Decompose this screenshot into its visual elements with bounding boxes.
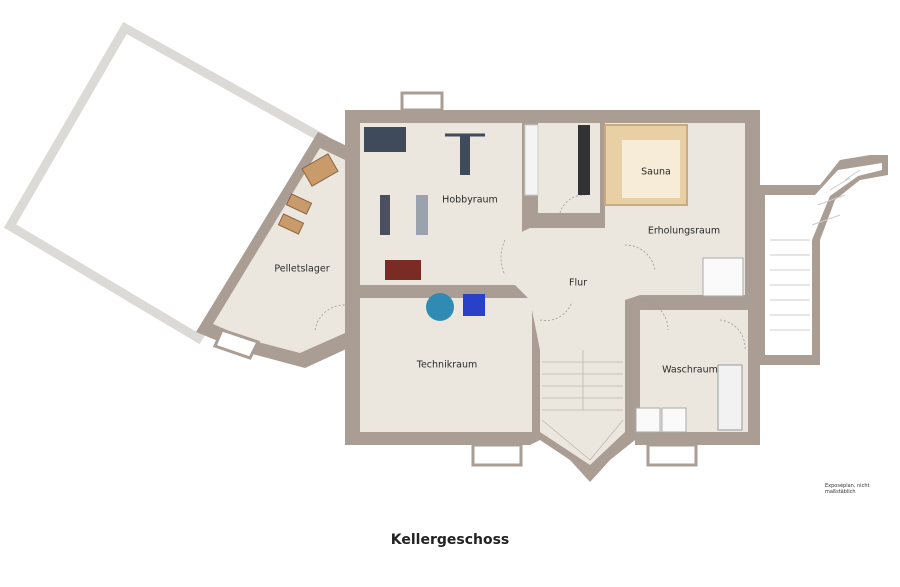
room-label-erholungsraum: Erholungsraum	[647, 225, 721, 237]
dryer-icon	[661, 407, 687, 433]
room-label-sauna: Sauna	[641, 166, 671, 178]
door-swing	[314, 304, 346, 331]
window	[646, 443, 698, 467]
door-swing	[719, 319, 746, 351]
door-swing	[500, 239, 506, 276]
sauna-inner	[622, 140, 680, 198]
chest-icon	[385, 260, 421, 280]
shower-icon	[702, 257, 744, 297]
outdoor-stair-floor	[765, 163, 882, 355]
tank-icon	[426, 293, 454, 321]
boiler-icon	[463, 294, 485, 316]
door-swing	[624, 244, 656, 271]
weight-rack-icon	[364, 127, 406, 152]
window	[400, 91, 444, 112]
room-label-hobbyraum: Hobbyraum	[442, 194, 498, 206]
window	[471, 443, 523, 467]
room-label-waschraum: Waschraum	[662, 364, 718, 376]
window	[212, 328, 261, 360]
bench-press-icon	[460, 135, 470, 175]
pelletslager-floor	[213, 148, 345, 353]
flur-floor	[505, 228, 640, 350]
outdoor-stair-steps	[770, 169, 861, 331]
room-label-technikraum: Technikraum	[416, 359, 478, 371]
exercise-machine-icon	[416, 195, 428, 235]
room-label-flur: Flur	[568, 277, 588, 289]
door-swing	[639, 299, 669, 331]
floor-title: Kellergeschoss	[390, 532, 510, 548]
shelf	[524, 124, 539, 196]
scale-note: Exposéplan, nicht maßstäblich	[825, 483, 870, 495]
wine-rack-icon	[578, 125, 590, 195]
technikraum-floor	[360, 298, 532, 432]
pellet-box-icon	[301, 153, 339, 187]
exercise-machine-icon	[380, 195, 390, 235]
door-swing	[559, 194, 586, 214]
pellet-box-icon	[277, 213, 305, 235]
inner-stairs	[541, 350, 624, 461]
door-swing	[539, 301, 573, 321]
pellet-box-icon	[285, 193, 313, 215]
washing-machine-icon	[635, 407, 661, 433]
shoe-rack-icon	[717, 364, 743, 431]
room-label-pelletslager: Pelletslager	[274, 263, 330, 275]
